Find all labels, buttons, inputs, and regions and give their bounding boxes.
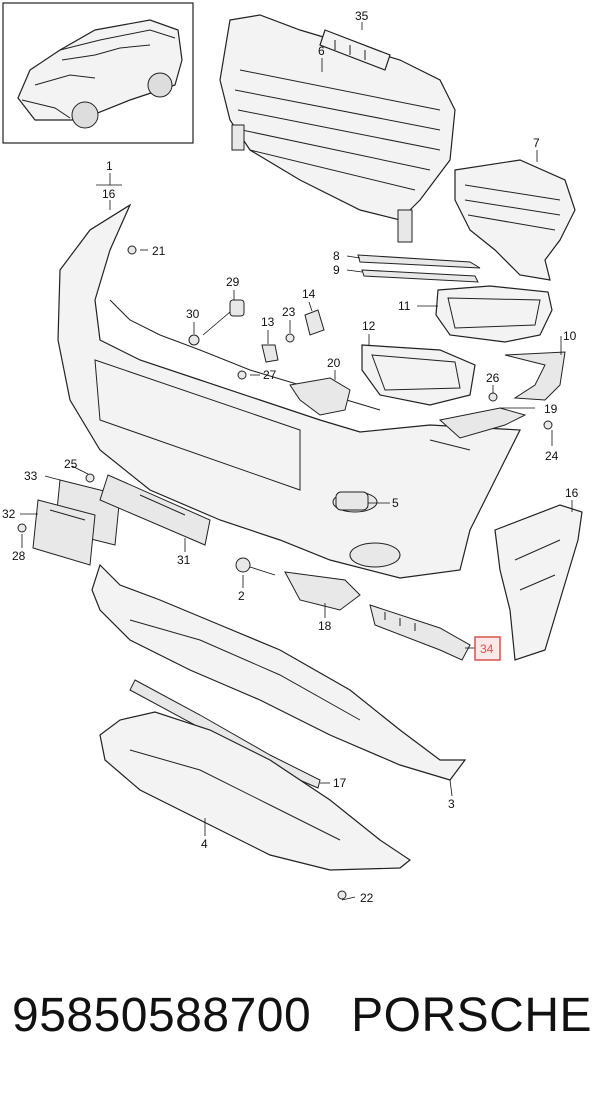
callout-32: 32 (2, 507, 16, 521)
callout-21: 21 (152, 244, 166, 258)
callout-34: 34 (480, 642, 494, 656)
spoiler-part-3 (91, 563, 467, 781)
hardware-parts (17, 245, 553, 900)
callout-2: 2 (238, 589, 245, 603)
callout-1: 1 (106, 159, 113, 173)
callout-12: 12 (362, 319, 376, 333)
callout-13: 13 (261, 315, 275, 329)
callout-17: 17 (333, 776, 347, 790)
bracket-part-19 (438, 407, 527, 439)
bracket-part-20 (289, 377, 351, 416)
callout-10: 10 (563, 329, 577, 343)
callout-3: 3 (448, 797, 455, 811)
callout-14: 14 (302, 287, 316, 301)
callout-30: 30 (186, 307, 200, 321)
callout-22: 22 (360, 891, 374, 905)
callout-35: 35 (355, 9, 369, 23)
callout-26: 26 (486, 371, 500, 385)
underbody-shield-part-4 (99, 711, 412, 871)
callout-31: 31 (177, 553, 191, 567)
bracket-part-35 (319, 29, 391, 71)
callout-25: 25 (64, 457, 78, 471)
trim-part-10 (504, 351, 566, 401)
trim-strip-part-8 (357, 254, 481, 269)
caption: 95850588700 PORSCHE (12, 980, 592, 1050)
trim-strip-part-9 (361, 269, 479, 283)
callout-33: 33 (24, 469, 38, 483)
callout-6: 6 (318, 44, 325, 58)
part-number: 95850588700 (12, 988, 312, 1042)
plate-part-31 (99, 474, 211, 546)
callout-20: 20 (327, 356, 341, 370)
leader-lines (20, 22, 573, 901)
callout-11: 11 (398, 299, 411, 313)
cap-part-5 (335, 491, 369, 511)
vehicle-thumbnail (2, 2, 194, 144)
grille-part-6 (219, 14, 456, 243)
callout-8: 8 (333, 249, 340, 263)
callout-7: 7 (533, 136, 540, 150)
callout-27: 27 (263, 368, 277, 382)
frame-part-11 (435, 285, 553, 343)
callout-5: 5 (392, 496, 399, 510)
callout-19: 19 (544, 402, 558, 416)
exploded-parts-diagram: 1 16 21 35 6 7 8 9 11 12 10 29 30 23 14 … (2, 2, 583, 905)
callout-9: 9 (333, 263, 340, 277)
brand-name: PORSCHE (351, 988, 592, 1042)
plate-part-32 (32, 499, 96, 566)
callout-24: 24 (545, 449, 559, 463)
highlight-box-34 (474, 636, 501, 661)
callout-23: 23 (282, 305, 296, 319)
bracket-part-18 (284, 571, 361, 611)
callout-18: 18 (318, 619, 332, 633)
callout-4: 4 (201, 837, 208, 851)
callout-16-right: 16 (565, 486, 579, 500)
bracket-part-34 (369, 604, 471, 661)
callout-29: 29 (226, 275, 240, 289)
callout-labels: 1 16 21 35 6 7 8 9 11 12 10 29 30 23 14 … (2, 9, 579, 905)
callout-28: 28 (12, 549, 26, 563)
callout-16-top: 16 (102, 187, 116, 201)
side-grille-part-7 (454, 159, 576, 281)
